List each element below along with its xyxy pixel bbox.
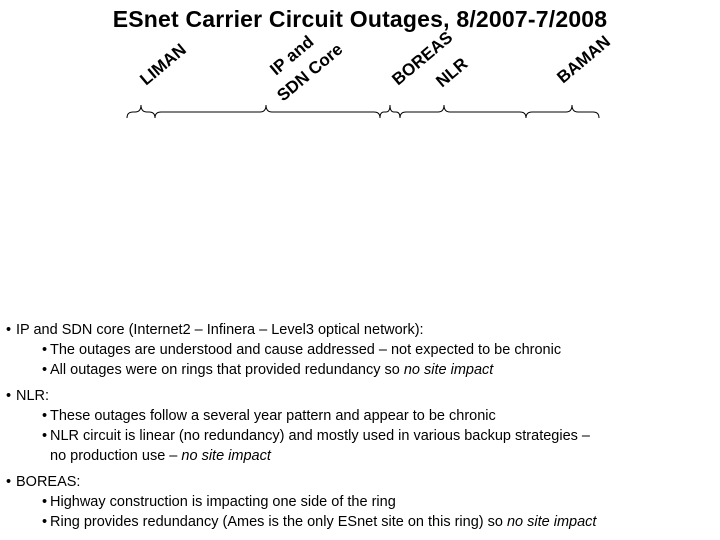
bullet-text: BOREAS:	[16, 474, 81, 490]
nlr-bracket	[399, 104, 527, 119]
sub-bullet-text: These outages follow a several year patt…	[50, 408, 496, 424]
sub-bullet-text: The outages are understood and cause add…	[50, 342, 562, 358]
bullet-boreas: •BOREAS:	[6, 474, 81, 490]
sub-bullet: •The outages are understood and cause ad…	[42, 342, 562, 358]
sub-bullet-emphasis: no site impact	[506, 514, 597, 530]
bullet-nlr: •NLR:	[6, 388, 50, 404]
sub-bullet: •Ring provides redundancy (Ames is the o…	[42, 514, 597, 530]
liman-bracket	[126, 104, 156, 119]
bullet-ip-sdn: •IP and SDN core (Internet2 – Infinera –…	[6, 322, 424, 338]
sub-bullet-text: Ring provides redundancy (Ames is the on…	[50, 514, 507, 530]
outage-group-figure: LIMAN IP and SDN Core BOREAS NLR BAMAN	[126, 28, 614, 119]
sub-bullet-text: NLR circuit is linear (no redundancy) an…	[50, 428, 590, 444]
bullet-text: IP and SDN core (Internet2 – Infinera – …	[16, 322, 424, 338]
sub-bullet-text: All outages were on rings that provided …	[50, 362, 404, 378]
ipsdn-bracket	[154, 104, 381, 119]
sub-bullet-cont-text: no production use –	[50, 448, 182, 464]
sub-bullet-continuation: no production use – no site impact	[6, 446, 718, 466]
sub-bullet: •Highway construction is impacting one s…	[42, 494, 396, 510]
sub-bullet-text: Highway construction is impacting one si…	[50, 494, 396, 510]
baman-bracket	[525, 104, 600, 119]
sub-bullet-emphasis: no site impact	[181, 448, 271, 464]
label-liman: LIMAN	[136, 40, 189, 89]
bullet-text: NLR:	[16, 388, 50, 404]
sub-bullet: •NLR circuit is linear (no redundancy) a…	[42, 428, 590, 444]
boreas-bracket	[379, 104, 401, 119]
sub-bullet: •All outages were on rings that provided…	[42, 362, 494, 378]
sub-bullet: •These outages follow a several year pat…	[42, 408, 496, 424]
label-nlr: NLR	[432, 54, 471, 91]
sub-bullet-emphasis: no site impact	[403, 362, 494, 378]
label-baman: BAMAN	[553, 32, 614, 87]
bullet-list: •IP and SDN core (Internet2 – Infinera –…	[6, 320, 718, 532]
slide-title: ESnet Carrier Circuit Outages, 8/2007-7/…	[112, 6, 608, 32]
